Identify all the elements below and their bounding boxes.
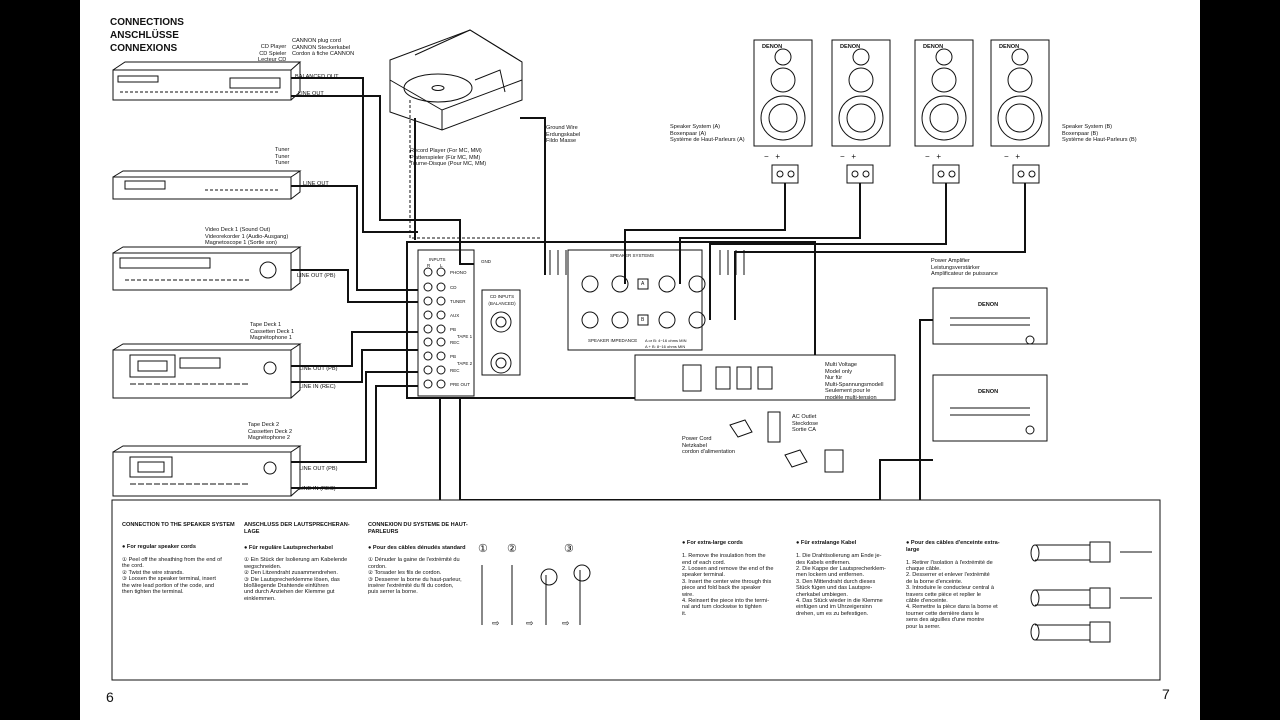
tape-deck-1-drawing bbox=[112, 343, 302, 399]
record-player-label: Record Player (For MC, MM)Plattenspieler… bbox=[410, 148, 487, 168]
extra-large-en: ● For extra-large cords 1. Remove the in… bbox=[682, 534, 792, 624]
tuner-drawing bbox=[112, 170, 302, 200]
instruction-en: CONNECTION TO THE SPEAKER SYSTEM ● For r… bbox=[122, 516, 242, 602]
terminal-polarity: − + bbox=[1004, 152, 1021, 161]
panel-pb1-label: PB bbox=[450, 327, 457, 332]
extra-large-de: ● Für extralange Kabel 1. Die Drahtisoli… bbox=[796, 534, 906, 624]
amp-brand: DENON bbox=[978, 302, 999, 308]
page-number-left: 6 bbox=[106, 689, 114, 705]
cd-line-out-label: LINE OUT bbox=[298, 91, 324, 97]
tape2-line-out-label: LINE OUT (PB) bbox=[299, 466, 338, 472]
panel-speaker-systems-label: SPEAKER SYSTEMS bbox=[610, 253, 655, 258]
panel-tape1-label: TAPE 1 bbox=[457, 334, 473, 339]
amp-brand: DENON bbox=[978, 389, 999, 395]
panel-cd-balanced-label: CD INPUTS (BALANCED) bbox=[488, 294, 516, 306]
speaker-brand: DENON bbox=[923, 44, 944, 50]
title-fr: CONNEXIONS bbox=[110, 43, 178, 54]
instruction-fr-title: CONNEXION DU SYSTEME DE HAUT- PARLEURS bbox=[368, 522, 468, 535]
page-number-right: 7 bbox=[1162, 686, 1170, 702]
speaker-brand: DENON bbox=[840, 44, 861, 50]
speaker-brand: DENON bbox=[762, 44, 783, 50]
rca-jacks bbox=[423, 267, 446, 389]
speaker-drawings bbox=[753, 39, 1050, 184]
terminal-polarity: − + bbox=[764, 152, 781, 161]
extra-en-title: ● For extra-large cords bbox=[682, 540, 743, 547]
instruction-de-sub: ● Für reguläre Lautsprecherkabel bbox=[244, 544, 333, 551]
panel-imp1-label: A or B: 4~16 ohms MIN bbox=[645, 338, 687, 343]
instruction-en-sub: ● For regular speaker cords bbox=[122, 544, 196, 551]
panel-rec2-label: REC bbox=[450, 368, 460, 373]
panel-pre-out-label: PRE OUT bbox=[450, 382, 471, 387]
panel-speaker-impedance-label: SPEAKER IMPEDANCE bbox=[588, 338, 638, 343]
terminal-polarity: − + bbox=[925, 152, 942, 161]
step-number-2: ② bbox=[507, 543, 517, 555]
instruction-de-steps: ① Ein Stück der Isolierung am Kabelende … bbox=[244, 557, 348, 602]
video-line-out-label: LINE OUT (PB) bbox=[297, 273, 336, 279]
panel-tuner-label: TUNER bbox=[450, 299, 466, 304]
panel-aux-label: AUX bbox=[450, 313, 460, 318]
extra-de-steps: 1. Die Drahtisolierung am Ende je- des K… bbox=[796, 553, 886, 617]
panel-inputs-label: INPUTS bbox=[429, 257, 446, 262]
panel-rec1-label: REC bbox=[450, 340, 460, 345]
instruction-en-title: CONNECTION TO THE SPEAKER SYSTEM bbox=[122, 522, 235, 529]
speaker-brand: DENON bbox=[999, 44, 1020, 50]
arrow-right-icon: ⇨ bbox=[492, 618, 500, 628]
extra-fr-title: ● Pour des câbles d'enceinte extra- larg… bbox=[906, 540, 1000, 553]
tape1-line-in-label: LINE IN (REC) bbox=[299, 384, 336, 390]
tape2-line-in-label: LINE IN (REC) bbox=[299, 486, 336, 492]
balanced-out-label: BALANCED OUT bbox=[295, 74, 339, 80]
extra-de-title: ● Für extralange Kabel bbox=[796, 540, 857, 547]
extra-large-fr: ● Pour des câbles d'enceinte extra- larg… bbox=[906, 534, 1024, 637]
terminal-polarity: − + bbox=[840, 152, 857, 161]
panel-r-label: R bbox=[427, 263, 431, 268]
title-en: CONNECTIONS bbox=[110, 17, 184, 28]
tuner-line-out-label: LINE OUT bbox=[303, 181, 329, 187]
video-deck-label: Video Deck 1 (Sound Out)Videorekorder 1 … bbox=[205, 227, 289, 247]
panel-tape2-label: TAPE 2 bbox=[457, 361, 473, 366]
panel-phono-label: PHONO bbox=[450, 270, 467, 275]
panel-cd-label: CD bbox=[450, 285, 457, 290]
panel-terminal-a: A bbox=[641, 281, 645, 287]
instruction-fr-sub: ● Pour des câbles dénudés standard bbox=[368, 544, 466, 551]
instruction-fr: CONNEXION DU SYSTEME DE HAUT- PARLEURS ●… bbox=[368, 516, 486, 602]
manual-page: { "header":{"title_en":"CONNECTIONS","ti… bbox=[80, 0, 1200, 720]
turntable-drawing bbox=[389, 29, 523, 131]
instruction-fr-steps: ① Dénuder la gaine de l'extrémité du cor… bbox=[368, 557, 462, 596]
panel-imp2-label: A + B: 8~16 ohms MIN bbox=[645, 344, 686, 349]
extra-en-steps: 1. Remove the insulation from the end of… bbox=[682, 553, 774, 617]
tape1-line-out-label: LINE OUT (PB) bbox=[299, 366, 338, 372]
tape-deck-2-drawing bbox=[112, 445, 302, 497]
panel-pb2-label: PB bbox=[450, 354, 457, 359]
cd-player-drawing bbox=[112, 61, 302, 101]
instruction-en-steps: ① Peel off the sheathing from the end of… bbox=[122, 557, 222, 596]
speaker-a-label: Speaker System (A)Boxenpaar (A)Système d… bbox=[670, 124, 745, 144]
panel-gnd-label: GND bbox=[481, 259, 491, 264]
arrow-right-icon: ⇨ bbox=[526, 618, 534, 628]
arrow-right-icon: ⇨ bbox=[562, 618, 570, 628]
video-deck-drawing bbox=[112, 246, 302, 291]
instruction-de: ANSCHLUSS DER LAUTSPRECHERAN- LAGE ● Für… bbox=[244, 516, 364, 609]
instruction-de-title: ANSCHLUSS DER LAUTSPRECHERAN- LAGE bbox=[244, 522, 350, 535]
extra-fr-steps: 1. Retirer l'isolation à l'extrémité de … bbox=[906, 559, 998, 630]
connection-diagram bbox=[111, 29, 1161, 681]
step-number-1: ① bbox=[478, 543, 488, 555]
step-number-3: ③ bbox=[564, 543, 574, 555]
speaker-b-label: Speaker System (B)Boxenpaar (B)Système d… bbox=[1062, 124, 1137, 144]
power-amplifier-drawings bbox=[932, 287, 1048, 442]
amplifier-rear-panel bbox=[406, 241, 816, 399]
title-de: ANSCHLÜSSE bbox=[110, 30, 179, 41]
panel-terminal-b: B bbox=[641, 317, 645, 323]
panel-l-label: L bbox=[440, 263, 443, 268]
